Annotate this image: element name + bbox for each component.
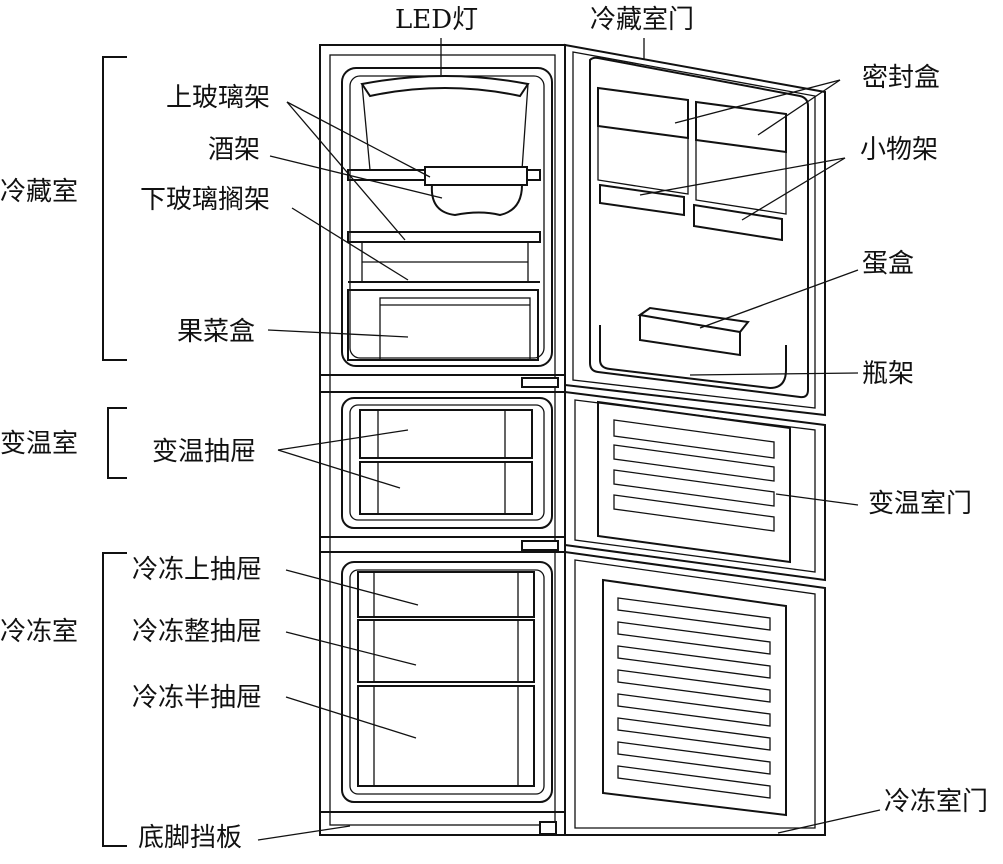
label-lower-glass-shelf: 下玻璃搁架 [140, 185, 270, 215]
label-crisper: 果菜盒 [177, 317, 255, 347]
sealed-boxes [597, 86, 787, 215]
section-refrigerator: 冷藏室 [0, 177, 78, 207]
section-freezer: 冷冻室 [0, 617, 78, 647]
label-upper-glass-shelf: 上玻璃架 [166, 83, 270, 113]
label-sealed-box: 密封盒 [862, 63, 940, 93]
crisper-box [347, 289, 539, 361]
label-variable-drawer: 变温抽屉 [152, 437, 256, 467]
hinge-upper [521, 377, 559, 388]
label-freezer-upper-drawer: 冷冻上抽屉 [132, 555, 262, 585]
label-variable-door: 变温室门 [868, 489, 972, 519]
bottle-rack [599, 325, 787, 390]
variable-compartment [341, 397, 553, 529]
label-wine-rack: 酒架 [208, 135, 260, 165]
label-bottle-rack: 瓶架 [862, 359, 914, 389]
fridge-compartment [341, 67, 553, 367]
freezer-compartment [341, 561, 553, 803]
label-small-item-shelf: 小物架 [860, 135, 938, 165]
section-variable: 变温室 [0, 429, 78, 459]
leader-lines [257, 38, 881, 841]
label-fridge-door: 冷藏室门 [590, 5, 694, 35]
freezer-door [564, 550, 826, 836]
hinge-bottom [539, 821, 557, 835]
variable-door [564, 390, 826, 582]
wine-rack [424, 166, 528, 217]
hinge-middle [521, 540, 559, 551]
bracket-refrigerator [102, 56, 127, 361]
bracket-freezer [102, 552, 127, 847]
label-freezer-door: 冷冻室门 [884, 787, 988, 817]
label-freezer-half-drawer: 冷冻半抽屉 [132, 683, 262, 713]
label-egg-box: 蛋盒 [862, 249, 914, 279]
bracket-variable [107, 407, 127, 479]
fridge-door [564, 43, 826, 417]
label-kick-plate: 底脚挡板 [138, 823, 242, 853]
label-freezer-full-drawer: 冷冻整抽屉 [132, 617, 262, 647]
egg-box [637, 306, 750, 334]
label-led-light: LED灯 [395, 5, 478, 35]
cabinet-body [319, 44, 566, 836]
lower-glass-shelf [347, 231, 541, 283]
